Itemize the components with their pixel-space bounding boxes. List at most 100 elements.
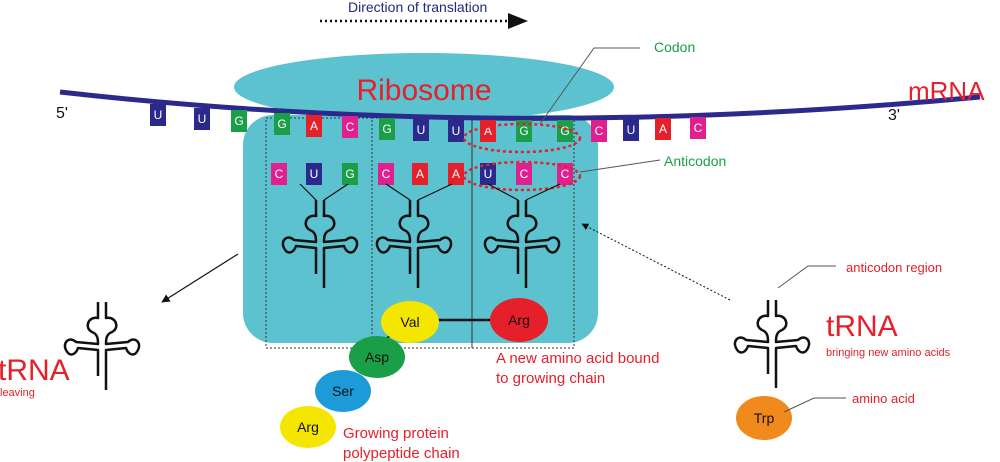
growing-chain-label-line2: polypeptide chain: [343, 445, 460, 462]
codon-nucleotide-block: [591, 120, 607, 142]
amino-acid-arg-end: [280, 406, 336, 448]
anticodon-highlight: [462, 160, 582, 192]
codon-nucleotide-block: [342, 116, 358, 138]
amino-acid-trp-label: Trp: [754, 410, 775, 426]
mrna-3prime-label: 3': [888, 107, 900, 124]
new-amino-acid-label-line1: A new amino acid bound: [496, 350, 659, 367]
amino-acid-ser: [315, 370, 371, 412]
codon-nucleotide: A: [480, 120, 496, 142]
trna-incoming: [733, 298, 811, 390]
codon-nucleotide-letter: U: [154, 108, 163, 122]
codon-nucleotide-block: [306, 115, 322, 137]
anticodon-nucleotide-letter: C: [520, 167, 529, 181]
trna-incoming-sub: bringing new amino acids: [826, 347, 951, 359]
amino-acid-asp: [349, 336, 405, 378]
anticodon-nucleotide-letter: C: [275, 167, 284, 181]
anticodon-nucleotide-block: [557, 163, 573, 185]
codon-label: Codon: [654, 39, 695, 55]
codon-nucleotide: G: [274, 113, 290, 135]
codon-nucleotide-letter: G: [519, 124, 528, 138]
anticodon-nucleotide-letter: U: [310, 167, 319, 181]
anticodon-nucleotide-letter: A: [416, 167, 424, 181]
codon-nucleotide: C: [690, 117, 706, 139]
anticodon-nucleotide-block: [448, 163, 464, 185]
direction-arrowhead: [508, 13, 528, 29]
codon-nucleotide-letter: C: [595, 124, 604, 138]
amino-acid-arg-end-label: Arg: [297, 419, 319, 435]
trna-a-site: [483, 183, 561, 290]
codon-nucleotide-letter: G: [234, 114, 243, 128]
anticodon-nucleotide-block: [412, 163, 428, 185]
incoming-arrow: [581, 223, 731, 301]
codon-nucleotide-block: [516, 120, 532, 142]
trna-leaving: [63, 300, 141, 392]
amino-acid-leader: [783, 397, 846, 413]
anticodon-nucleotide: U: [306, 163, 322, 185]
codon-nucleotide: G: [379, 118, 395, 140]
trna-leaving-title: tRNA: [0, 354, 70, 387]
codon-nucleotide: U: [623, 119, 639, 141]
codon-nucleotide-letter: C: [346, 120, 355, 134]
new-amino-acid-label-line2: to growing chain: [496, 370, 605, 387]
anticodon-nucleotide: C: [516, 163, 532, 185]
site-a-box: [471, 117, 575, 349]
codon-nucleotide-block: [655, 118, 671, 140]
anticodon-nucleotide-block: [271, 163, 287, 185]
codon-nucleotide-letter: G: [560, 124, 569, 138]
trna-e-site: [281, 183, 359, 290]
codon-nucleotide-block: [379, 118, 395, 140]
codon-nucleotide-letter: U: [198, 112, 207, 126]
amino-acid-val: [381, 301, 439, 343]
anticodon-nucleotide: C: [378, 163, 394, 185]
codon-nucleotide-block: [448, 120, 464, 142]
ribosome-large-subunit: [234, 53, 614, 121]
anticodon-leader-line: [579, 159, 661, 173]
growing-chain-label-line1: Growing protein: [343, 425, 449, 442]
codon-nucleotide: U: [448, 120, 464, 142]
codon-nucleotide: C: [342, 116, 358, 138]
codon-nucleotide-letter: G: [277, 117, 286, 131]
codon-nucleotide-block: [690, 117, 706, 139]
codon-nucleotide-letter: A: [659, 122, 667, 136]
codon-nucleotide-letter: C: [694, 121, 703, 135]
anticodon-nucleotide-letter: U: [484, 167, 493, 181]
codon-nucleotide: U: [194, 108, 210, 130]
amino-acid-arg-new: [490, 298, 548, 342]
amino-acid-ser-label: Ser: [332, 383, 354, 399]
codon-highlight: [462, 122, 582, 154]
codon-nucleotide-block: [274, 113, 290, 135]
anticodon-nucleotide-block: [480, 163, 496, 185]
mrna-label: mRNA: [908, 76, 985, 106]
amino-acid-asp-label: Asp: [365, 349, 389, 365]
codon-leader-line: [539, 47, 640, 125]
trna-leaving-sub: leaving: [0, 387, 35, 399]
anticodon-nucleotide: A: [412, 163, 428, 185]
anticodon-nucleotide-block: [306, 163, 322, 185]
codon-nucleotide: G: [231, 110, 247, 132]
anticodon-nucleotide-letter: G: [345, 167, 354, 181]
codon-nucleotide-block: [480, 120, 496, 142]
codon-nucleotide: U: [150, 104, 166, 126]
trna-incoming-title: tRNA: [826, 310, 898, 343]
codon-nucleotide-letter: U: [417, 123, 426, 137]
anticodon-nucleotide: A: [448, 163, 464, 185]
anticodon-nucleotide-letter: A: [452, 167, 460, 181]
codon-nucleotide-block: [194, 108, 210, 130]
anticodon-region-leader: [777, 265, 836, 289]
anticodon-nucleotide-block: [516, 163, 532, 185]
amino-acid-trp: [736, 396, 792, 440]
codon-nucleotide-letter: A: [310, 119, 318, 133]
codon-nucleotide-block: [231, 110, 247, 132]
amino-acid-arg-new-label: Arg: [508, 312, 530, 328]
codon-nucleotide-block: [557, 120, 573, 142]
codon-nucleotide-block: [413, 119, 429, 141]
trna-p-site: [375, 183, 453, 290]
anticodon-nucleotide-letter: C: [382, 167, 391, 181]
direction-label: Direction of translation: [348, 0, 487, 15]
ribosome-small-subunit: [243, 115, 598, 343]
leaving-arrow: [161, 253, 239, 303]
anticodon-region-label: anticodon region: [846, 260, 942, 275]
